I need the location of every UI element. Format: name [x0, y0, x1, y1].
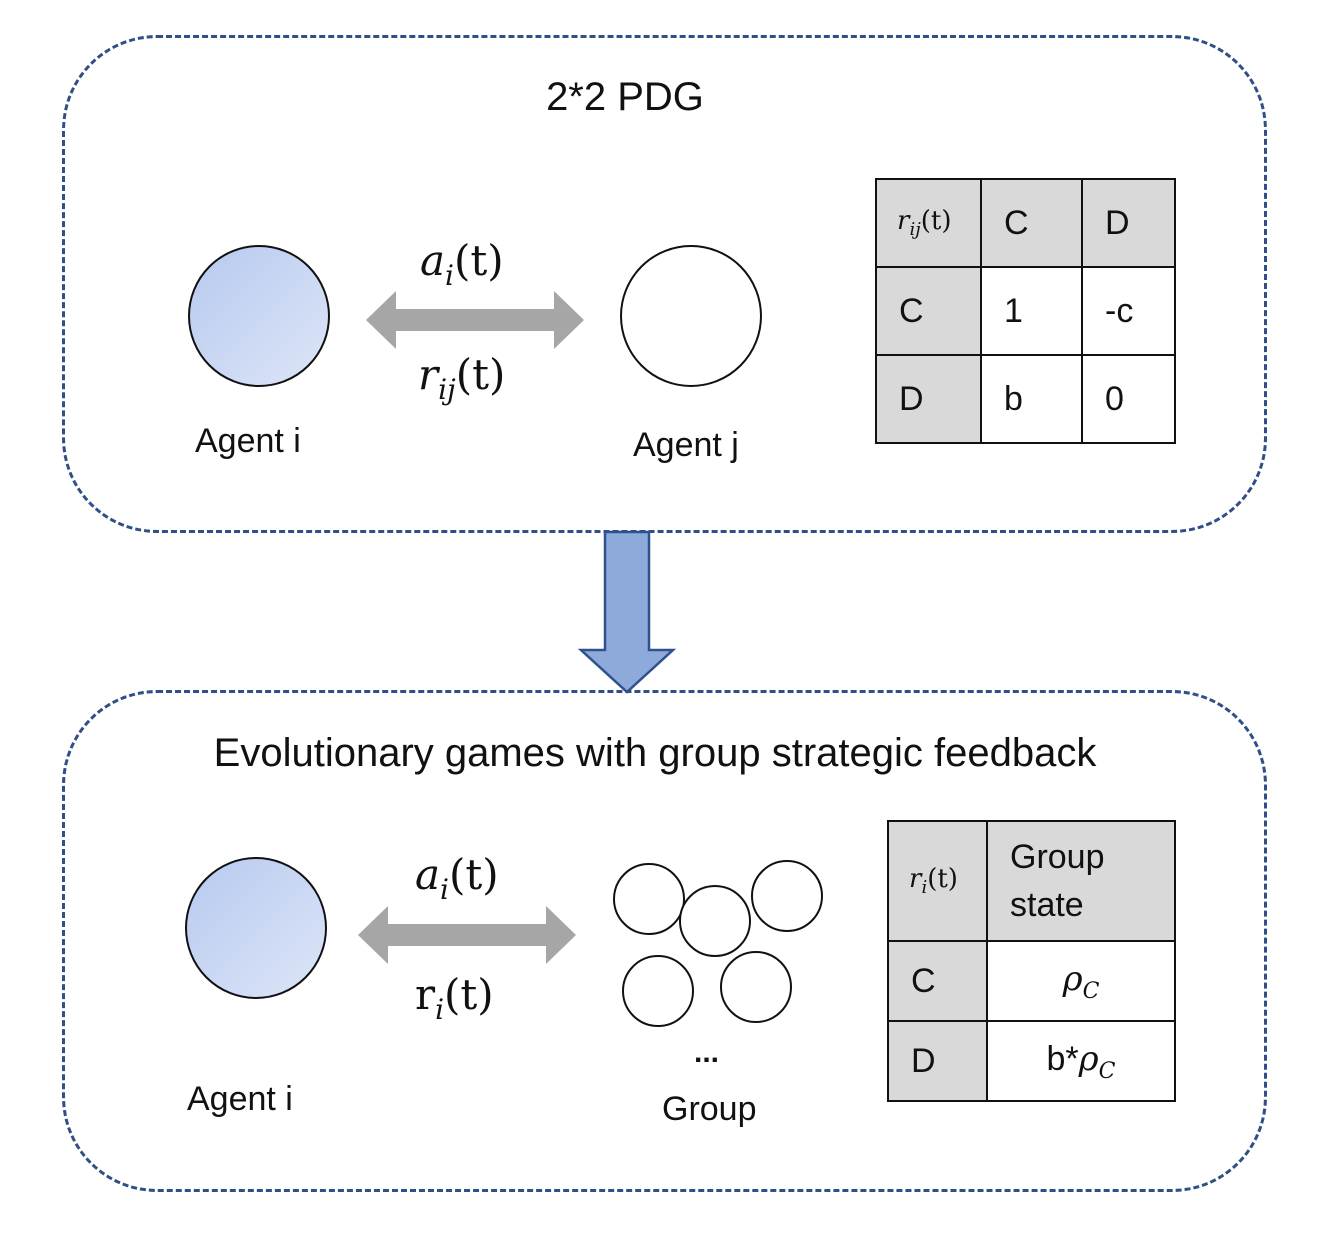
bottom-double-arrow-shape: [358, 906, 576, 964]
pdg-row-header-d: D: [875, 354, 982, 444]
group-cell-c: ρC: [986, 940, 1176, 1022]
group-table-corner: ri(t): [887, 820, 988, 942]
group-member-circle: [613, 863, 685, 935]
top-action-label: ai(t): [420, 236, 504, 292]
bottom-panel: [62, 690, 1267, 1192]
bottom-reward-label: ri(t): [415, 970, 494, 1026]
pdg-col-header-d: D: [1081, 178, 1176, 268]
group-row-header-d: D: [887, 1020, 988, 1102]
down-arrow: [578, 530, 677, 694]
agent-j-label: Agent j: [633, 426, 739, 464]
group-agent-i-label: Agent i: [187, 1080, 293, 1118]
bottom-action-label: ai(t): [415, 850, 499, 906]
group-col-header: Group state: [986, 820, 1176, 942]
top-double-arrow: [366, 291, 584, 349]
bottom-panel-title: Evolutionary games with group strategic …: [213, 731, 1097, 775]
group-payoff-table: ri(t) Group state C ρC D b*ρC: [887, 820, 1176, 1102]
group-ellipsis: ...: [694, 1036, 720, 1069]
pdg-cell-dd: 0: [1081, 354, 1176, 444]
group-member-circle: [622, 955, 694, 1027]
group-agent-i-circle: [185, 857, 327, 999]
group-label: Group: [662, 1090, 757, 1128]
pdg-cell-cc: 1: [980, 266, 1083, 356]
agent-i-label: Agent i: [195, 422, 301, 460]
top-double-arrow-shape: [366, 291, 584, 349]
agent-i-circle: [188, 245, 330, 387]
pdg-col-header-c: C: [980, 178, 1083, 268]
pdg-cell-cd: -c: [1081, 266, 1176, 356]
pdg-payoff-table: rij(t) C D C 1 -c D b 0: [875, 178, 1176, 444]
pdg-cell-dc: b: [980, 354, 1083, 444]
top-reward-label: rij(t): [418, 350, 506, 406]
pdg-row-header-c: C: [875, 266, 982, 356]
group-member-circle: [751, 860, 823, 932]
agent-j-circle: [620, 245, 762, 387]
group-cell-d: b*ρC: [986, 1020, 1176, 1102]
pdg-table-corner: rij(t): [875, 178, 982, 268]
group-row-header-c: C: [887, 940, 988, 1022]
group-member-circle: [720, 951, 792, 1023]
bottom-double-arrow: [358, 906, 576, 964]
down-arrow-shape: [578, 530, 677, 694]
group-member-circle: [679, 885, 751, 957]
top-panel: [62, 35, 1267, 533]
top-panel-title: 2*2 PDG: [546, 75, 704, 119]
